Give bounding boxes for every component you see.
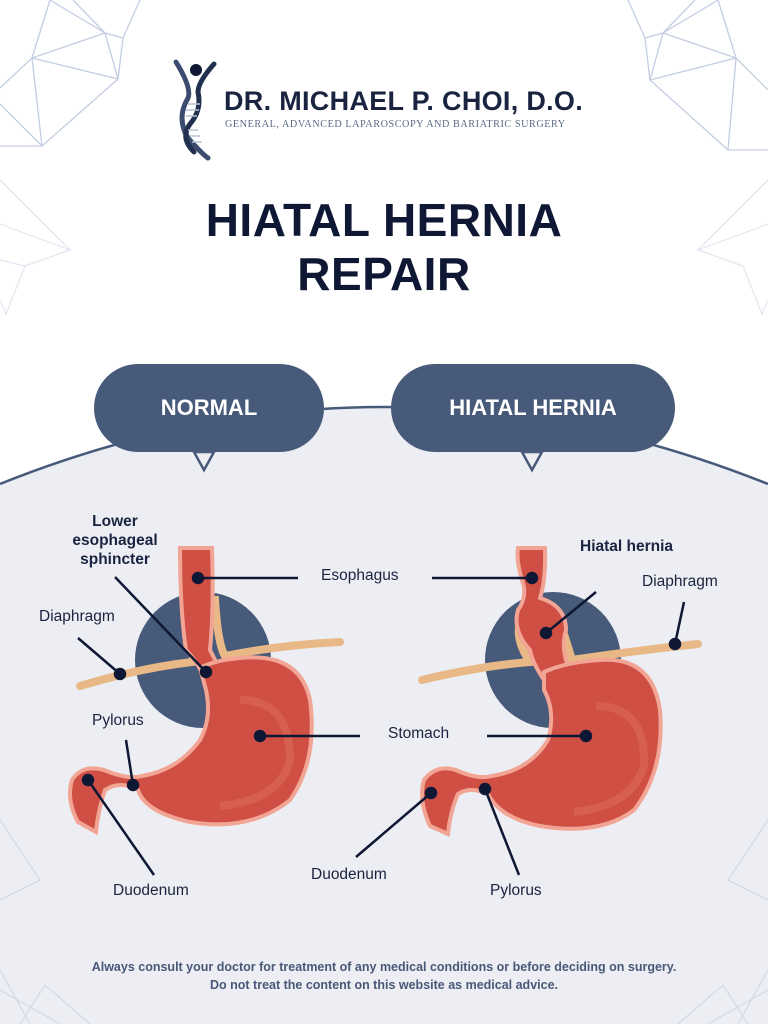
- label-diaphragm-hernia: Diaphragm: [642, 573, 718, 590]
- page-title-line1: HIATAL HERNIA: [205, 194, 563, 246]
- disclaimer-line2: Do not treat the content on this website…: [210, 978, 558, 992]
- hernia-badge: HIATAL HERNIA: [391, 364, 675, 452]
- label-duodenum-normal: Duodenum: [113, 882, 189, 899]
- label-line: sphincter: [80, 551, 150, 568]
- label-diaphragm-normal: Diaphragm: [39, 608, 115, 625]
- geo-decoration-right-mid: [696, 179, 768, 316]
- normal-stomach-illustration: [68, 546, 344, 836]
- geo-decoration-bottom: [0, 819, 768, 1024]
- label-duodenum-hernia: Duodenum: [311, 866, 387, 883]
- pointer-lines: [77, 571, 686, 876]
- disclaimer-line1: Always consult your doctor for treatment…: [91, 960, 677, 974]
- panel-arc: [0, 405, 768, 486]
- label-pylorus-hernia: Pylorus: [490, 882, 542, 899]
- label-pylorus-normal: Pylorus: [92, 712, 144, 729]
- doctor-name: DR. MICHAEL P. CHOI, D.O.: [224, 86, 584, 116]
- normal-badge-tail: [191, 450, 217, 473]
- label-esophagus: Esophagus: [321, 567, 399, 584]
- dna-figure-icon: [173, 59, 217, 161]
- label-line: Lower: [92, 513, 138, 530]
- label-stomach: Stomach: [388, 725, 450, 742]
- hernia-badge-tail: [519, 450, 545, 473]
- page-title-line2: REPAIR: [297, 248, 471, 300]
- hernia-badge-label: HIATAL HERNIA: [449, 395, 617, 420]
- practice-subtitle: GENERAL, ADVANCED LAPAROSCOPY AND BARIAT…: [225, 119, 566, 130]
- normal-badge-label: NORMAL: [160, 395, 258, 420]
- label-lower-esophageal-sphincter: Lower esophageal sphincter: [70, 512, 160, 569]
- geo-decoration-left-mid: [0, 179, 72, 316]
- label-line: esophageal: [72, 532, 158, 549]
- label-hiatal-hernia: Hiatal hernia: [580, 538, 674, 555]
- normal-badge: NORMAL: [94, 364, 324, 452]
- geo-decoration-top-right: [627, 0, 768, 151]
- geo-decoration-top-left: [0, 0, 141, 147]
